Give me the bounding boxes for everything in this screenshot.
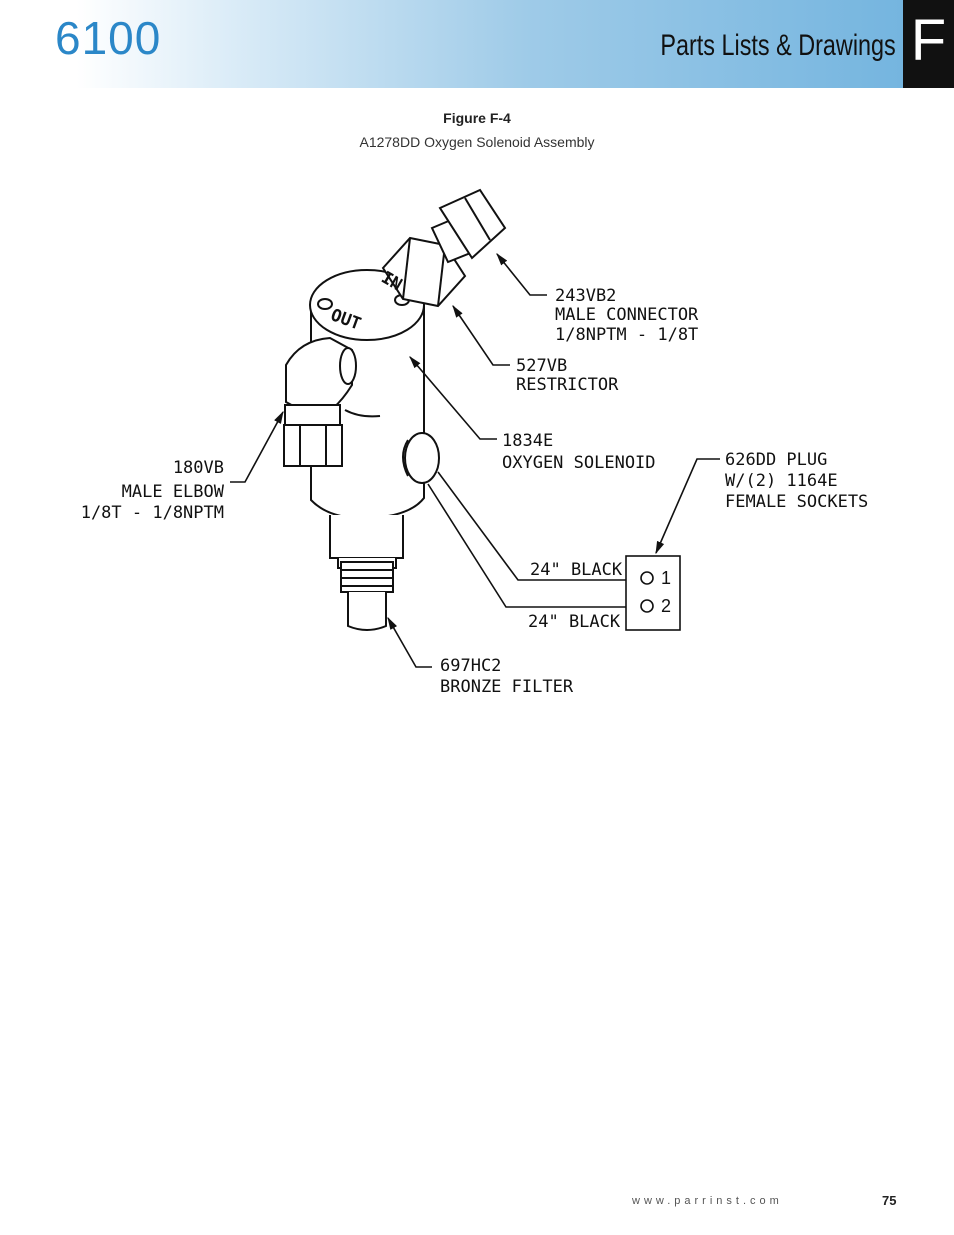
model-number: 6100	[55, 12, 162, 64]
callout-1834e-line2: OXYGEN SOLENOID	[502, 453, 656, 473]
pin-1-label: 1	[661, 568, 671, 588]
page-header: 6100 Parts Lists & Drawings	[0, 0, 954, 88]
callout-527vb-line2: RESTRICTOR	[516, 375, 619, 395]
callout-1834e-line1: 1834E	[502, 431, 553, 451]
pin-2-label: 2	[661, 596, 671, 616]
callout-180vb-line3: 1/8T - 1/8NPTM	[81, 503, 224, 523]
callout-243vb2-line2: MALE CONNECTOR	[555, 305, 699, 325]
wire-1-label: 24" BLACK	[530, 560, 623, 580]
connector-fitting	[381, 188, 507, 308]
elbow-fitting	[283, 336, 357, 467]
figure-number: Figure F-4	[443, 110, 511, 126]
callout-626dd-line2: W/(2) 1164E	[725, 471, 838, 491]
section-title: Parts Lists & Drawings	[660, 29, 896, 62]
callout-697hc2-line2: BRONZE FILTER	[440, 677, 574, 697]
wire-2-label: 24" BLACK	[528, 612, 621, 632]
callout-180vb-line1: 180VB	[173, 458, 224, 478]
section-tab-letter: F	[910, 8, 947, 73]
callout-243vb2-line3: 1/8NPTM - 1/8T	[555, 325, 698, 345]
callout-243vb2-line1: 243VB2	[555, 286, 616, 306]
leader-lines	[230, 253, 720, 668]
callout-626dd-line3: FEMALE SOCKETS	[725, 492, 868, 512]
callout-626dd-line1: 626DD PLUG	[725, 450, 827, 470]
callout-697hc2-line1: 697HC2	[440, 656, 501, 676]
plug-block	[625, 555, 681, 631]
figure-caption: A1278DD Oxygen Solenoid Assembly	[359, 134, 595, 150]
page-number: 75	[882, 1193, 897, 1208]
callout-527vb-line1: 527VB	[516, 356, 567, 376]
section-tab: F	[903, 0, 954, 88]
callout-180vb-line2: MALE ELBOW	[122, 482, 225, 502]
footer-url: www.parrinst.com	[632, 1195, 783, 1207]
